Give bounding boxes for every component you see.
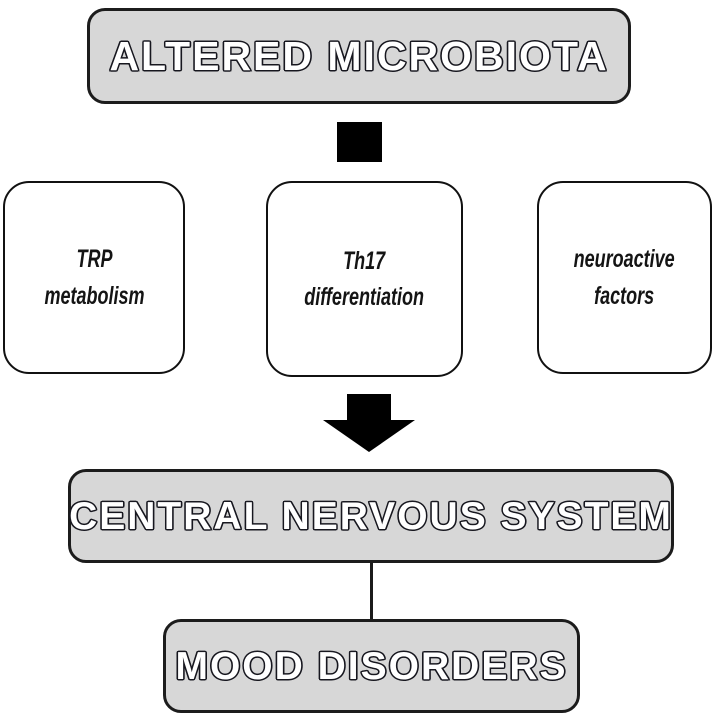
node-central-nervous-system[interactable]: CENTRAL NERVOUS SYSTEM [68,469,674,563]
node-central-nervous-system-label: CENTRAL NERVOUS SYSTEM [68,494,673,538]
label-line-2: metabolism [43,281,145,310]
node-trp-metabolism[interactable]: TRP metabolism [3,181,185,374]
label-text: ALTERED MICROBIOTA [108,32,609,79]
label-line-2: differentiation [304,283,425,311]
node-th17-differentiation[interactable]: Th17 differentiation [266,181,463,377]
label-line-1: Th17 [343,246,386,275]
node-th17-differentiation-label: Th17 differentiation [305,243,425,316]
label-line-1: TRP [76,245,112,274]
connector-mechanisms-to-cns [323,394,415,452]
label-line-2: factors [594,281,655,310]
label-line-1: neuroactive [573,245,676,274]
connector-cns-to-mood [370,562,373,620]
label-text: CENTRAL NERVOUS SYSTEM [68,494,673,538]
node-mood-disorders[interactable]: MOOD DISORDERS [163,619,580,713]
node-neuroactive-factors-label: neuroactive factors [574,241,675,314]
down-arrow-icon [323,394,415,452]
node-neuroactive-factors[interactable]: neuroactive factors [537,181,712,374]
connector-microbiota-to-mechanisms [337,122,382,162]
node-mood-disorders-label: MOOD DISORDERS [174,644,568,688]
node-altered-microbiota[interactable]: ALTERED MICROBIOTA [87,8,631,104]
node-altered-microbiota-label: ALTERED MICROBIOTA [108,32,609,79]
node-trp-metabolism-label: TRP metabolism [44,241,144,314]
label-text: MOOD DISORDERS [174,644,568,688]
